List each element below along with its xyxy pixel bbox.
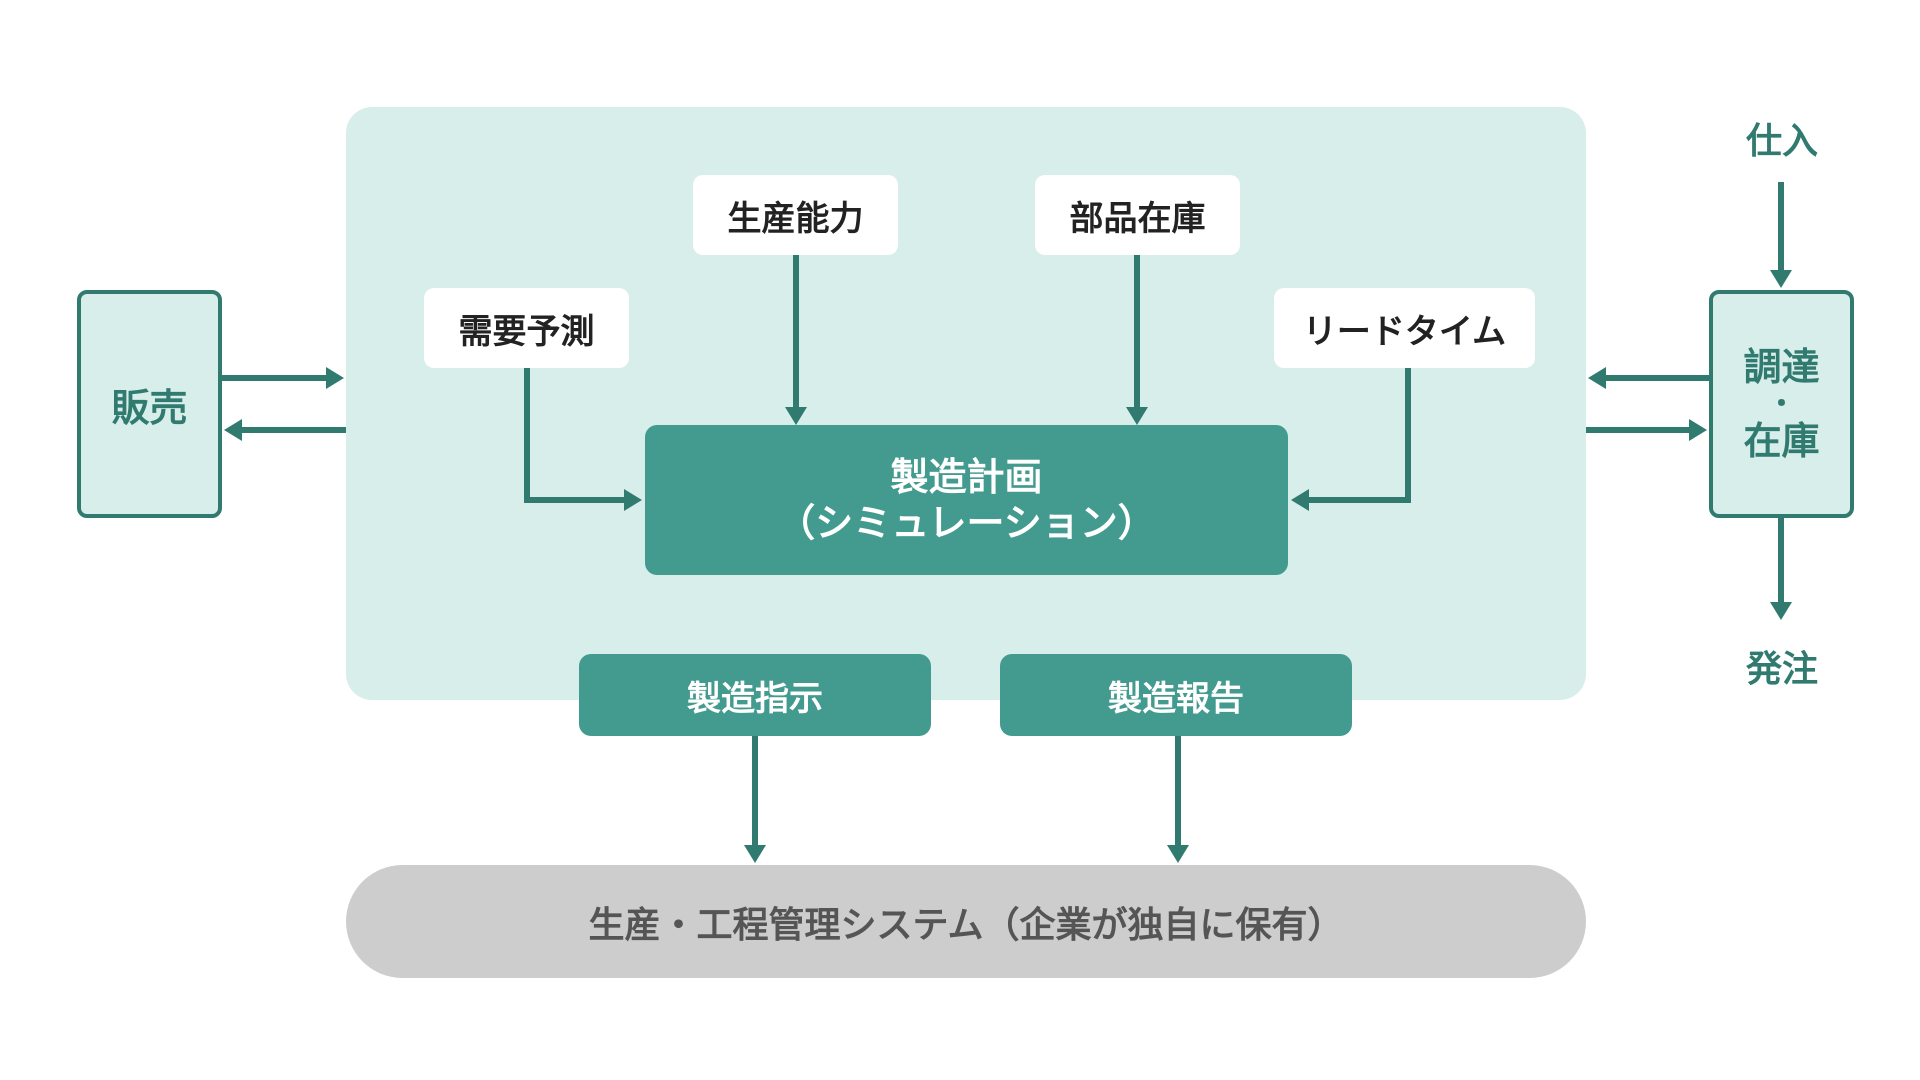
production-capacity-box: 生産能力 (693, 175, 898, 255)
arrowhead-instruction (744, 845, 766, 863)
manufacturing-plan-box: 製造計画 （シミュレーション） (645, 425, 1288, 575)
manufacturing-plan-title: 製造計画 (890, 455, 1043, 499)
planning-panel (346, 107, 1586, 700)
arrowhead-demand (624, 489, 642, 511)
arrow-leadtime-to-plan (1307, 368, 1411, 503)
lead-time-box: リードタイム (1274, 288, 1535, 368)
manufacturing-instruction-label: 製造指示 (687, 678, 823, 719)
parts-inventory-label: 部品在庫 (1069, 198, 1206, 239)
procurement-separator: ・ (1767, 387, 1796, 420)
parts-inventory-box: 部品在庫 (1035, 175, 1240, 255)
sales-box: 販売 (77, 290, 222, 518)
arrowhead-inventory (1126, 407, 1148, 425)
procurement-label: 調達 (1743, 345, 1820, 389)
arrowhead-procurement-to-panel (1588, 367, 1606, 389)
lead-time-label: リードタイム (1302, 311, 1507, 352)
manufacturing-report-box: 製造報告 (1000, 654, 1352, 736)
arrowhead-capacity (785, 407, 807, 425)
arrowhead-sales-to-panel (326, 367, 344, 389)
arrow-demand-to-plan (524, 368, 626, 503)
production-management-system: 生産・工程管理システム（企業が独自に保有） (346, 865, 1586, 978)
purchase-label: 仕入 (1745, 121, 1818, 162)
arrowhead-leadtime (1291, 489, 1309, 511)
manufacturing-report-label: 製造報告 (1108, 678, 1244, 719)
manufacturing-instruction-box: 製造指示 (579, 654, 931, 736)
order-label: 発注 (1745, 649, 1818, 690)
arrowhead-panel-to-sales (224, 419, 242, 441)
arrowhead-report (1167, 845, 1189, 863)
inventory-label: 在庫 (1743, 419, 1820, 463)
sales-label: 販売 (111, 385, 188, 430)
demand-forecast-label: 需要予測 (458, 311, 595, 352)
production-capacity-label: 生産能力 (727, 198, 864, 239)
arrowhead-order (1770, 602, 1792, 620)
manufacturing-plan-subtitle: （シミュレーション） (777, 501, 1156, 545)
production-management-system-label: 生産・工程管理システム（企業が独自に保有） (588, 904, 1344, 946)
demand-forecast-box: 需要予測 (424, 288, 629, 368)
arrowhead-purchase (1770, 270, 1792, 288)
arrowhead-panel-to-procurement (1689, 419, 1707, 441)
procurement-inventory-box: 調達 ・ 在庫 (1709, 290, 1854, 518)
